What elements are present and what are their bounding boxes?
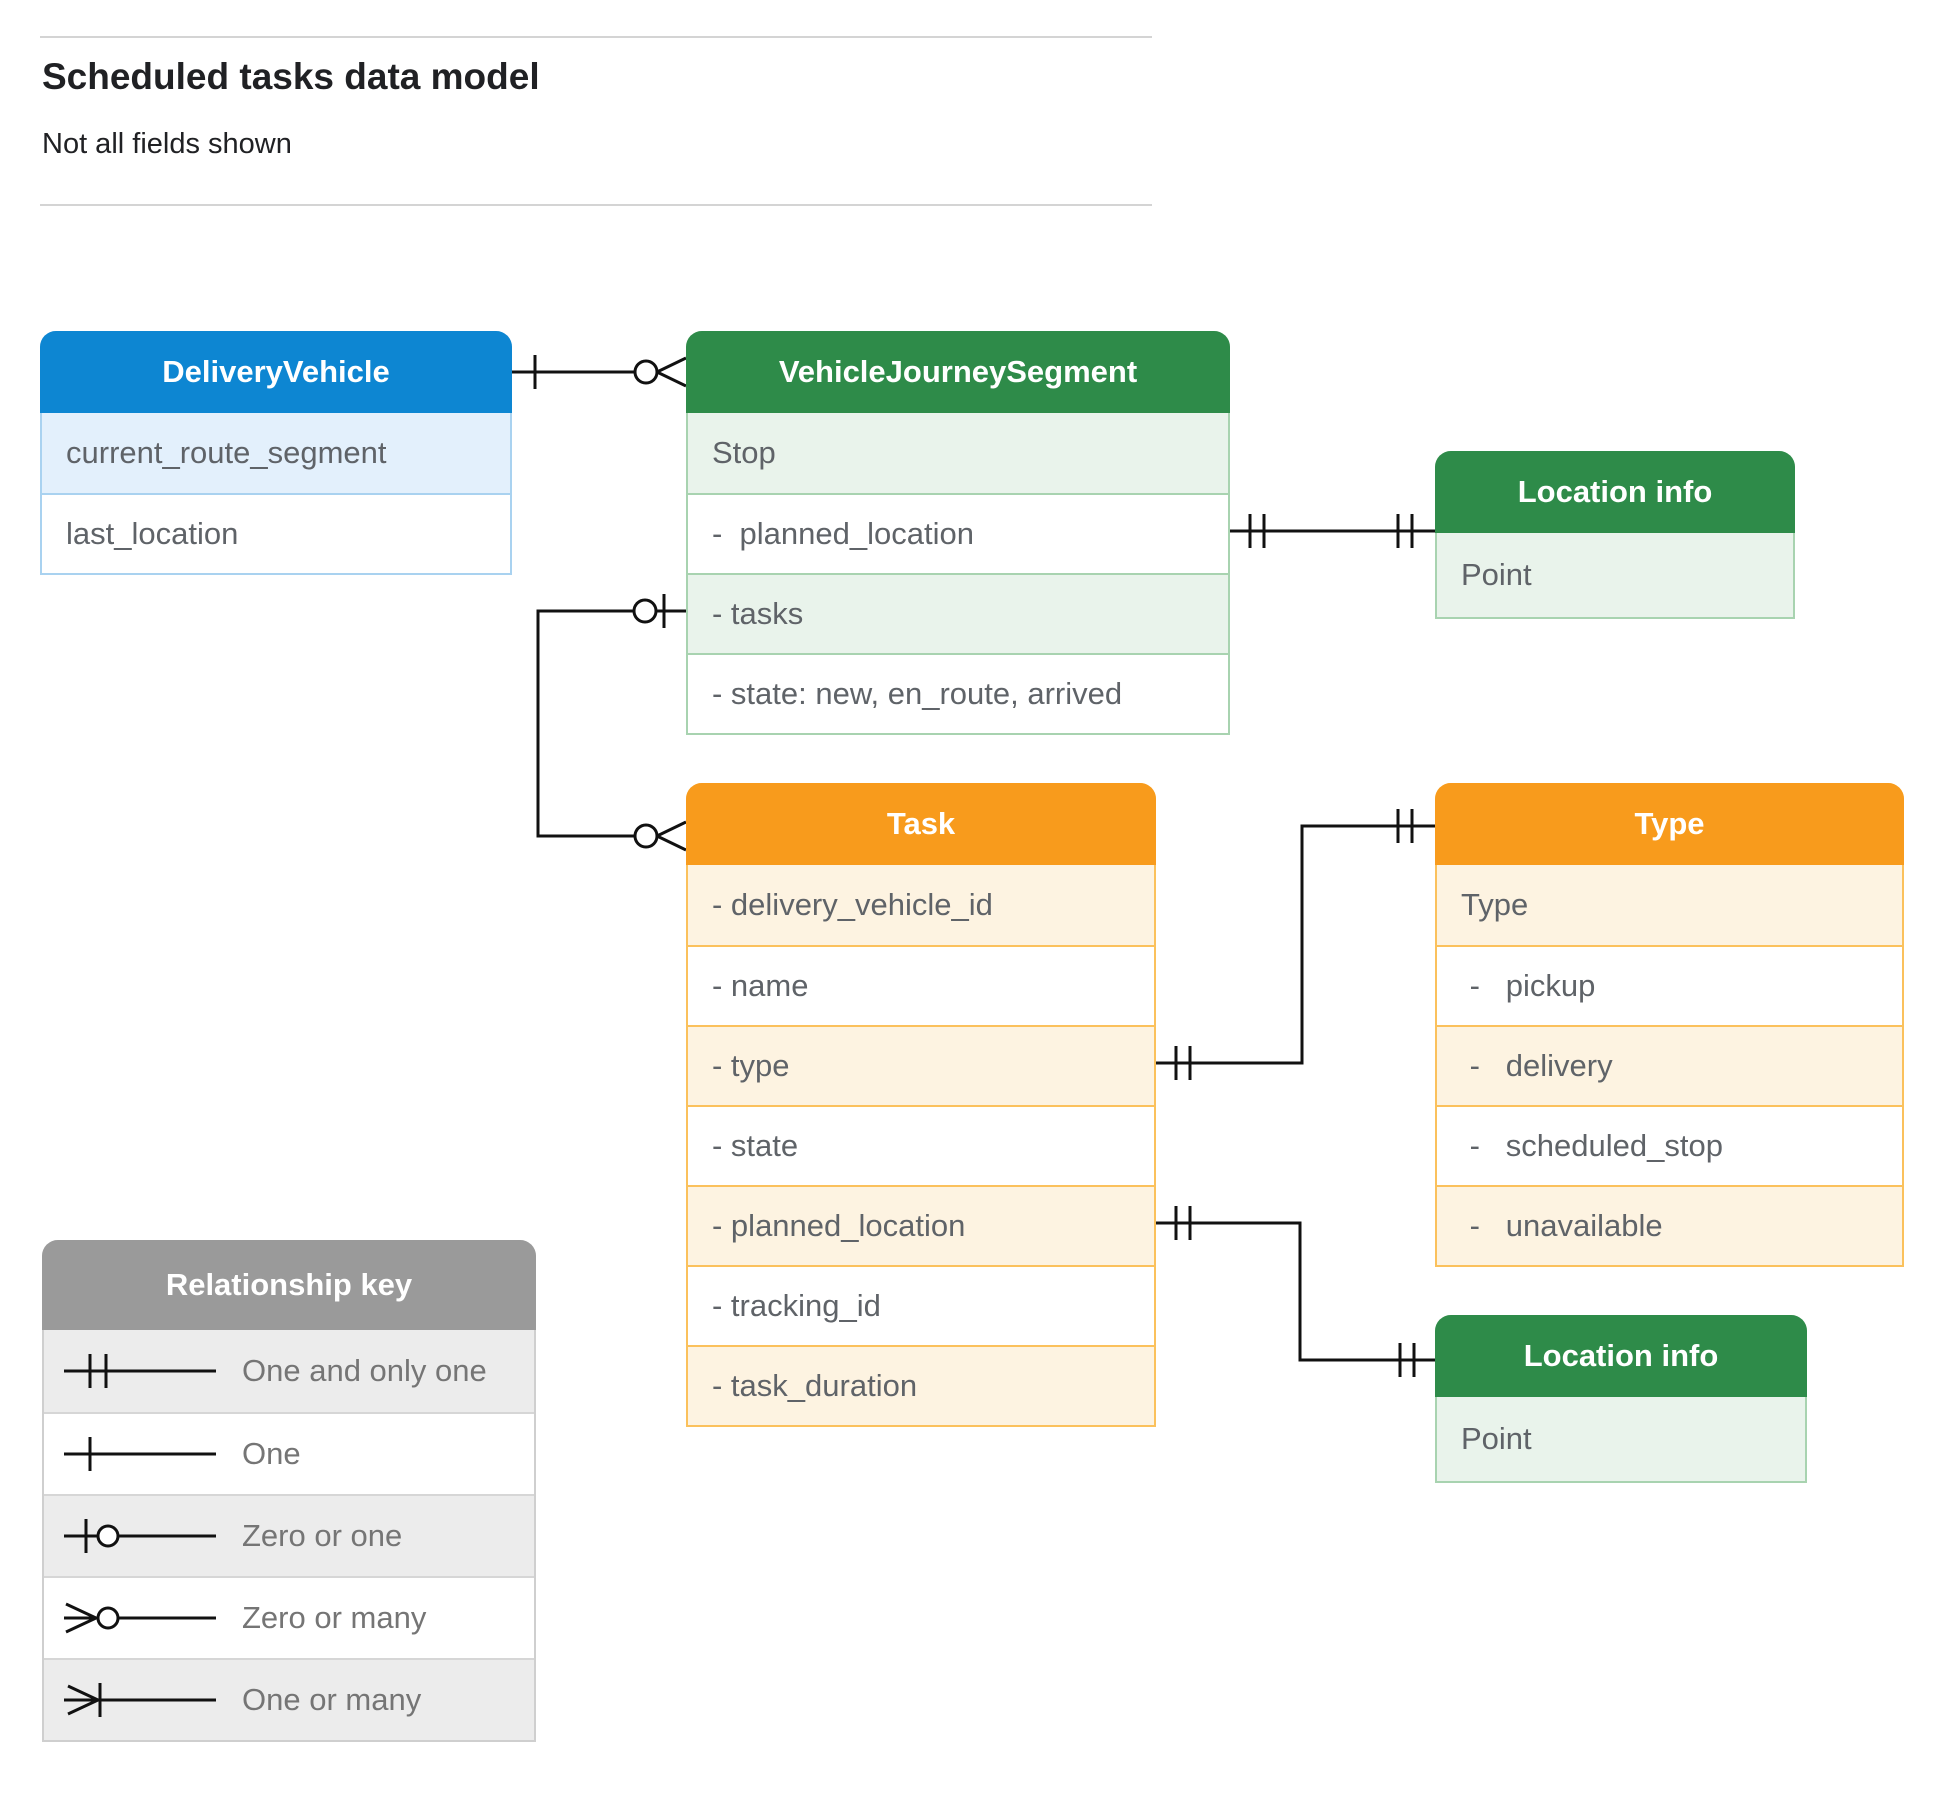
legend-item: One or many xyxy=(44,1658,534,1740)
one-or-many-icon xyxy=(64,1683,216,1717)
relationship-key: Relationship key One and only one One Ze… xyxy=(42,1240,536,1742)
entity-field-row: last_location xyxy=(42,493,510,573)
legend-item: Zero or one xyxy=(44,1494,534,1576)
legend-item: One and only one xyxy=(44,1330,534,1412)
legend-item-label: One and only one xyxy=(242,1353,487,1388)
legend-item-label: Zero or many xyxy=(242,1600,427,1635)
page-subtitle: Not all fields shown xyxy=(42,128,292,160)
entity-field-row: - scheduled_stop xyxy=(1437,1105,1902,1185)
legend-item: One xyxy=(44,1412,534,1494)
legend-item: Zero or many xyxy=(44,1576,534,1658)
zero-or-many-icon xyxy=(64,1602,216,1634)
relationship-key-title: Relationship key xyxy=(42,1240,536,1330)
legend-item-label: One xyxy=(242,1436,301,1471)
one-and-only-one-icon xyxy=(1396,809,1414,843)
entity-field-row: Point xyxy=(1437,1397,1805,1481)
entity-delivery-vehicle: DeliveryVehicle current_route_segment la… xyxy=(40,331,512,575)
one-and-only-one-icon xyxy=(64,1354,216,1388)
one-and-only-one-icon xyxy=(1174,1206,1192,1240)
one-and-only-one-icon xyxy=(1174,1046,1192,1080)
zero-or-one-icon xyxy=(632,594,666,628)
zero-or-many-icon xyxy=(633,356,687,388)
zero-or-many-icon xyxy=(633,820,687,852)
connector-task-locationinfo xyxy=(1153,1206,1435,1377)
entity-field-row: - task_duration xyxy=(688,1345,1154,1425)
one-icon xyxy=(64,1437,216,1471)
page-title: Scheduled tasks data model xyxy=(42,56,540,97)
subtitle-divider xyxy=(40,204,1152,206)
entity-field-row: - type xyxy=(688,1025,1154,1105)
top-divider xyxy=(40,36,1152,38)
entity-field-row: Stop xyxy=(688,413,1228,493)
entity-task: Task - delivery_vehicle_id - name - type… xyxy=(686,783,1156,1427)
entity-field-row: Type xyxy=(1437,865,1902,945)
entity-field-row: - delivery xyxy=(1437,1025,1902,1105)
entity-field-row: - planned_location xyxy=(688,1185,1154,1265)
entity-field-row: - tasks xyxy=(688,573,1228,653)
connector-task-type xyxy=(1153,809,1435,1080)
entity-field-row: current_route_segment xyxy=(42,413,510,493)
entity-field-row: Point xyxy=(1437,533,1793,617)
one-and-only-one-icon xyxy=(1396,514,1414,548)
entity-title: Type xyxy=(1435,783,1904,865)
entity-field-row: - delivery_vehicle_id xyxy=(688,865,1154,945)
entity-title: VehicleJourneySegment xyxy=(686,331,1230,413)
entity-field-row: - state xyxy=(688,1105,1154,1185)
connector-tasks-task xyxy=(536,594,687,852)
entity-title: Location info xyxy=(1435,451,1795,533)
entity-location-info-top: Location info Point xyxy=(1435,451,1795,619)
entity-vehicle-journey-segment: VehicleJourneySegment Stop - planned_loc… xyxy=(686,331,1230,735)
entity-field-row: - tracking_id xyxy=(688,1265,1154,1345)
entity-field-row: - unavailable xyxy=(1437,1185,1902,1265)
entity-type: Type Type - pickup - delivery - schedule… xyxy=(1435,783,1904,1267)
legend-item-label: One or many xyxy=(242,1682,422,1717)
one-and-only-one-icon xyxy=(1398,1343,1416,1377)
legend-item-label: Zero or one xyxy=(242,1518,403,1553)
entity-field-row: - pickup xyxy=(1437,945,1902,1025)
entity-title: Task xyxy=(686,783,1156,865)
entity-title: DeliveryVehicle xyxy=(40,331,512,413)
zero-or-one-icon xyxy=(64,1519,216,1553)
connector-segment-locationinfo xyxy=(1226,514,1435,548)
one-and-only-one-icon xyxy=(1248,514,1266,548)
entity-field-row: - name xyxy=(688,945,1154,1025)
entity-title: Location info xyxy=(1435,1315,1807,1397)
connector-deliveryvehicle-vehiclejourneysegment xyxy=(508,355,687,389)
entity-field-row: - planned_location xyxy=(688,493,1228,573)
entity-location-info-bottom: Location info Point xyxy=(1435,1315,1807,1483)
entity-field-row: - state: new, en_route, arrived xyxy=(688,653,1228,733)
